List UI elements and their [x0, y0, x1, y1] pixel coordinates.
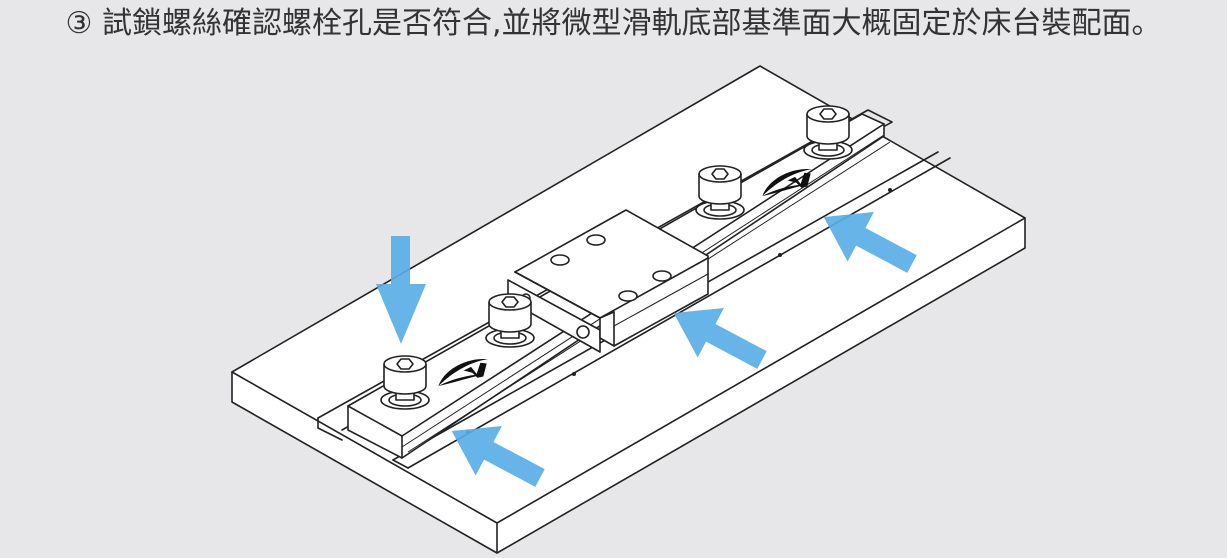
instruction-caption: ③ 試鎖螺絲確認螺栓孔是否符合,並將微型滑軌底部基準面大概固定於床台裝配面。	[65, 6, 1162, 41]
slider-block	[507, 209, 709, 353]
arrow-icon	[376, 192, 926, 503]
